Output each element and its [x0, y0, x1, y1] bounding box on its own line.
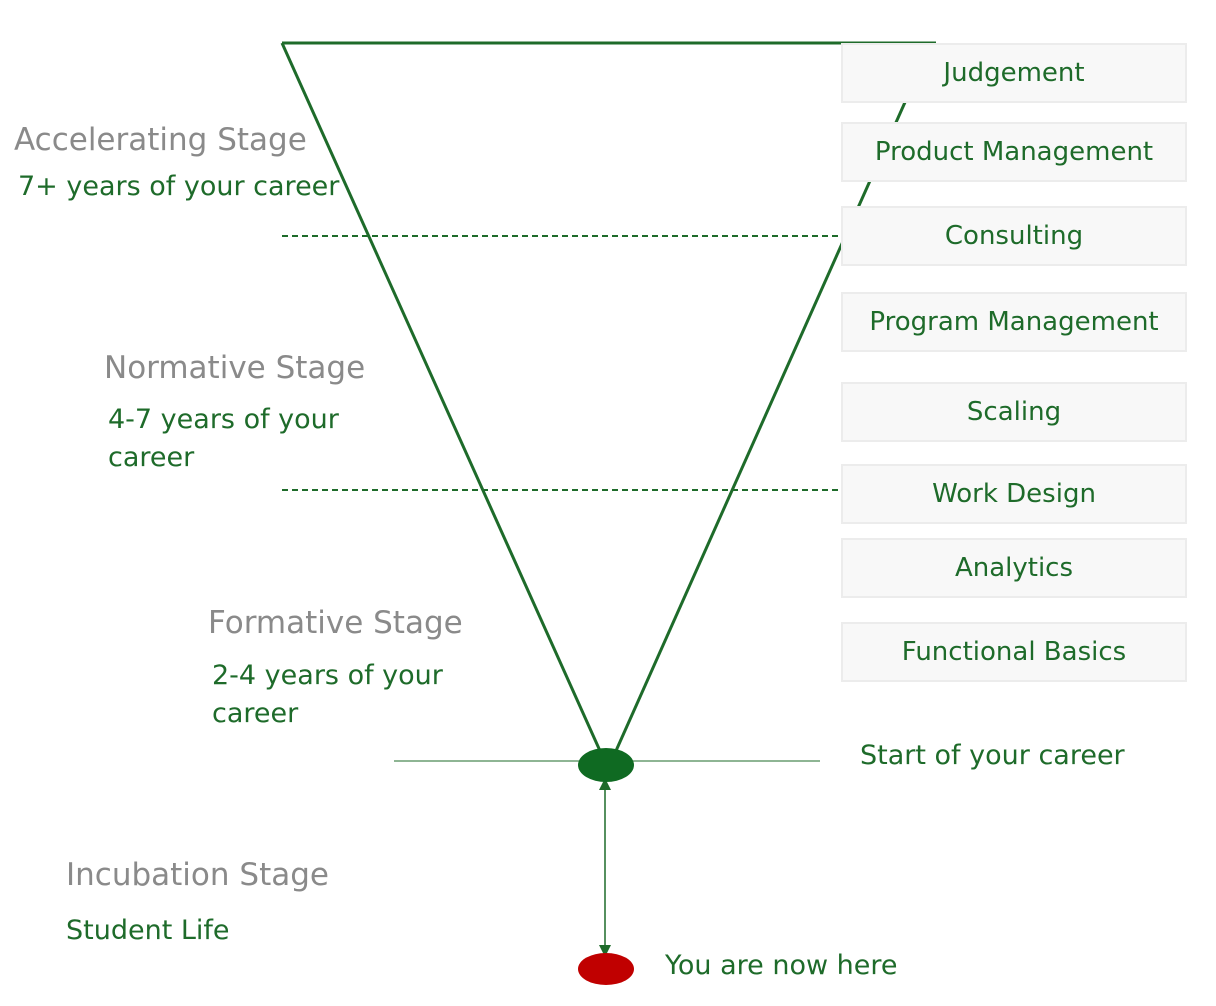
skill-label: Analytics: [954, 553, 1074, 583]
skill-label: Consulting: [944, 221, 1084, 251]
skill-label: Scaling: [966, 397, 1062, 427]
skill-label: Functional Basics: [901, 637, 1127, 667]
skill-label: Product Management: [874, 137, 1154, 167]
incubation-stage-title: Incubation Stage: [66, 857, 329, 893]
skill-label: Judgement: [943, 58, 1085, 88]
incubation-stage-subtitle: Student Life: [66, 915, 230, 946]
skill-box-functional-basics: Functional Basics: [841, 622, 1187, 682]
normative-stage-title: Normative Stage: [104, 350, 366, 386]
accelerating-stage-title: Accelerating Stage: [14, 122, 307, 158]
current-position-label: You are now here: [665, 950, 898, 981]
skill-label: Program Management: [869, 307, 1159, 337]
career-start-label: Start of your career: [860, 740, 1125, 771]
current-position-dot: [578, 953, 634, 985]
skill-box-consulting: Consulting: [841, 206, 1187, 266]
career-start-dot: [578, 748, 634, 782]
skill-box-judgement: Judgement: [841, 43, 1187, 103]
skill-box-program-management: Program Management: [841, 292, 1187, 352]
accelerating-stage-subtitle: 7+ years of your career: [18, 171, 340, 202]
skill-box-product-management: Product Management: [841, 122, 1187, 182]
skill-box-scaling: Scaling: [841, 382, 1187, 442]
funnel-left-edge: [280, 42, 607, 763]
skill-box-work-design: Work Design: [841, 464, 1187, 524]
formative-stage-subtitle-line2: career: [212, 698, 299, 729]
skill-box-analytics: Analytics: [841, 538, 1187, 598]
formative-stage-subtitle-line1: 2-4 years of your: [212, 660, 443, 691]
normative-stage-subtitle-line2: career: [108, 442, 195, 473]
skill-label: Work Design: [932, 479, 1096, 509]
normative-stage-subtitle-line1: 4-7 years of your: [108, 404, 339, 435]
formative-stage-title: Formative Stage: [208, 605, 463, 641]
